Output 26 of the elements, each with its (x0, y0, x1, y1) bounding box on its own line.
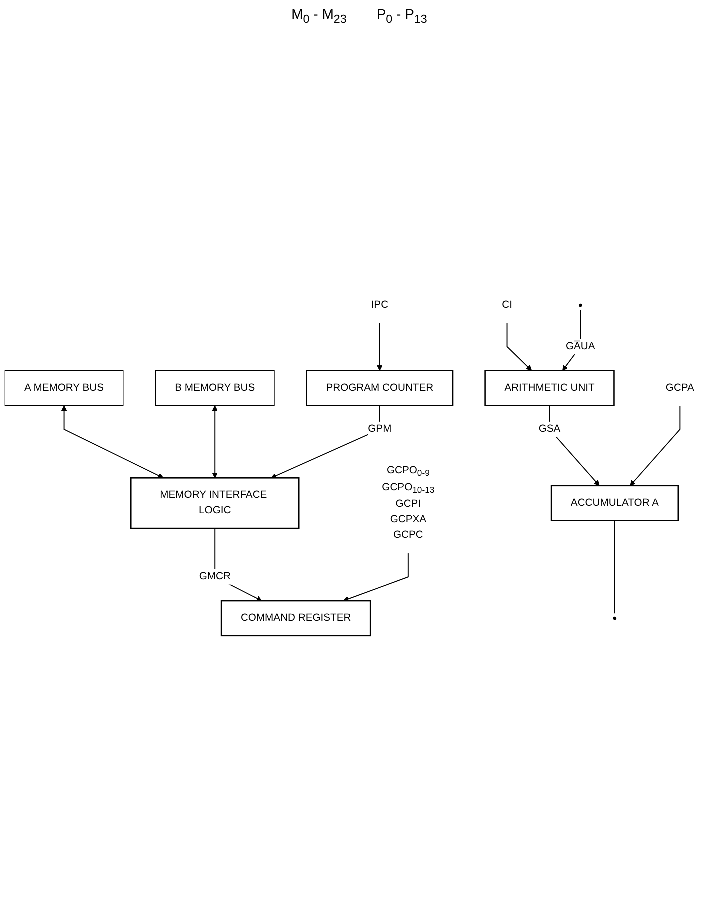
edge-label: GMCR (199, 571, 231, 582)
arrow (506, 322, 532, 371)
node-box: MEMORY INTERFACE LOGIC (130, 477, 300, 529)
signal-label: M$_{0}$ - M$_{23}$ (292, 6, 347, 26)
node-text: CI (502, 300, 512, 310)
arrow (377, 322, 383, 371)
arrow (271, 405, 380, 478)
node-box: ARITHMETIC UNIT (484, 370, 615, 406)
connector (614, 520, 616, 614)
node-text: GCPA (666, 382, 694, 394)
arrow (212, 405, 218, 478)
node-box: ACCUMULATOR A (550, 485, 680, 522)
arrow (61, 405, 164, 478)
node-box: PROGRAM COUNTER (306, 370, 454, 406)
node-text: GCPO$_{0-9}$ GCPO$_{10-13}$ GCPI GCPXA GCPC (382, 464, 435, 541)
node-text: IPC (371, 300, 389, 310)
node-box: COMMAND REGISTER (220, 600, 372, 636)
signal-label: P$_{0}$ - P$_{13}$ (376, 6, 428, 26)
arrow (630, 405, 681, 486)
edge-label: GPM (368, 424, 392, 435)
node-box: A MEMORY BUS (4, 370, 124, 406)
arrow (343, 552, 409, 602)
edge-label: GSA (538, 424, 561, 435)
edge-label: GA̅UA (566, 340, 596, 352)
arrow (549, 405, 600, 486)
node-box: B MEMORY BUS (155, 370, 275, 406)
